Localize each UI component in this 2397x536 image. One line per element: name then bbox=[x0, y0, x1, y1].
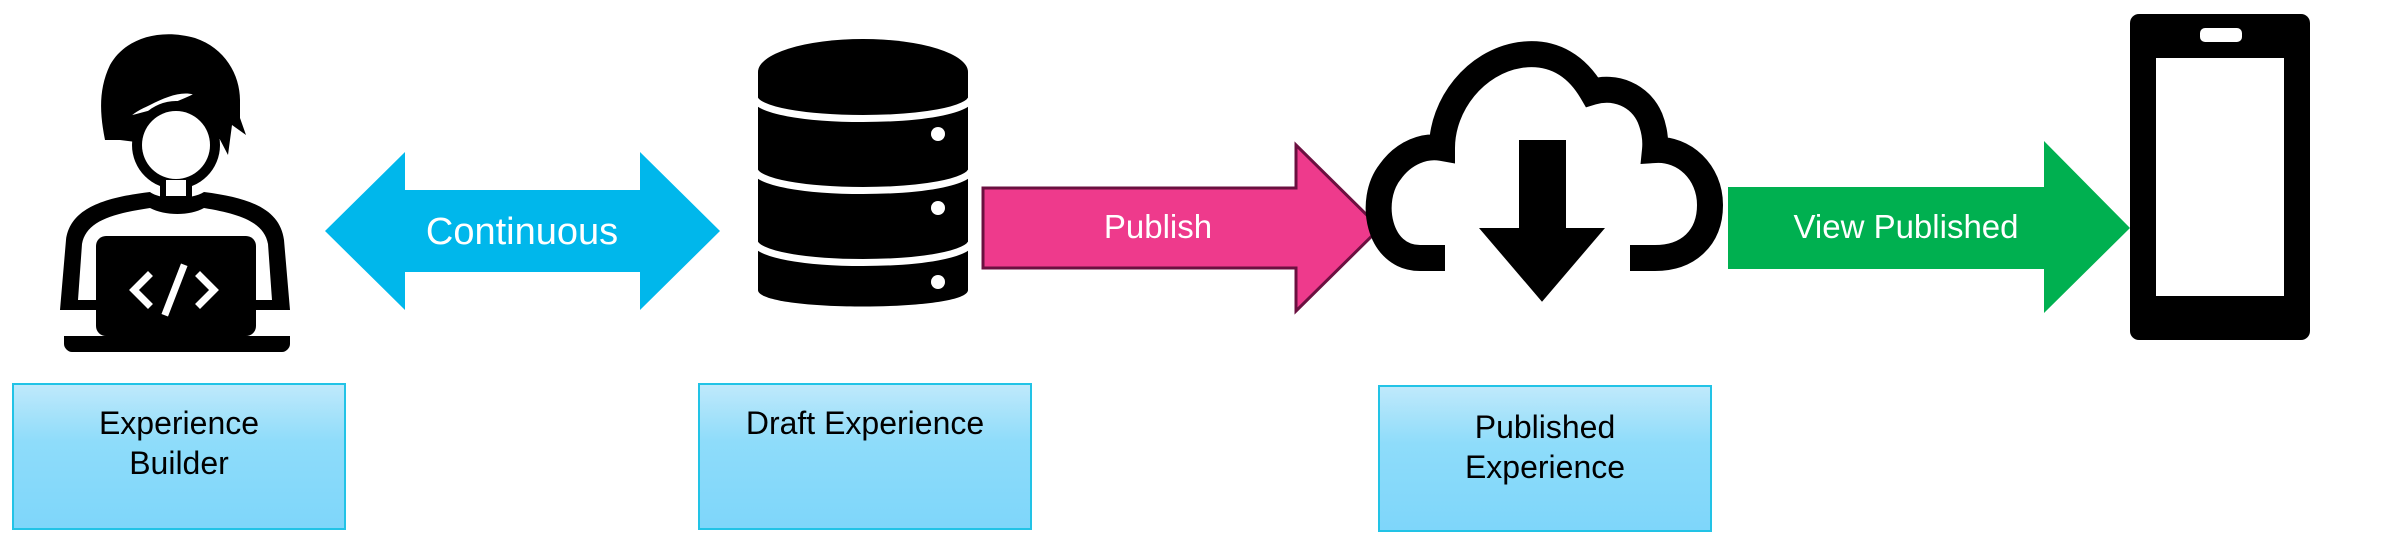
caption-line: Published bbox=[1474, 409, 1616, 445]
published-experience-caption: Published Experience bbox=[1378, 385, 1712, 532]
view-published-arrow-label: View Published bbox=[1793, 208, 2018, 245]
publish-arrow-label: Publish bbox=[1104, 208, 1212, 245]
continuous-double-arrow: Continuous bbox=[325, 152, 720, 310]
continuous-arrow-label: Continuous bbox=[426, 211, 618, 253]
database-icon bbox=[750, 39, 976, 307]
caption-line: Draft Experience bbox=[745, 405, 985, 441]
caption-line: Experience bbox=[98, 405, 260, 441]
experience-builder-caption: Experience Builder bbox=[12, 383, 346, 530]
publish-arrow: Publish bbox=[981, 141, 1383, 315]
mobile-phone-icon bbox=[2130, 14, 2310, 340]
developer-laptop-icon bbox=[60, 34, 290, 352]
cloud-download-icon bbox=[1365, 41, 1724, 321]
caption-line: Builder bbox=[129, 445, 229, 481]
draft-experience-caption: Draft Experience bbox=[698, 383, 1032, 530]
view-published-arrow: View Published bbox=[1728, 141, 2130, 313]
caption-line: Experience bbox=[1464, 449, 1626, 485]
